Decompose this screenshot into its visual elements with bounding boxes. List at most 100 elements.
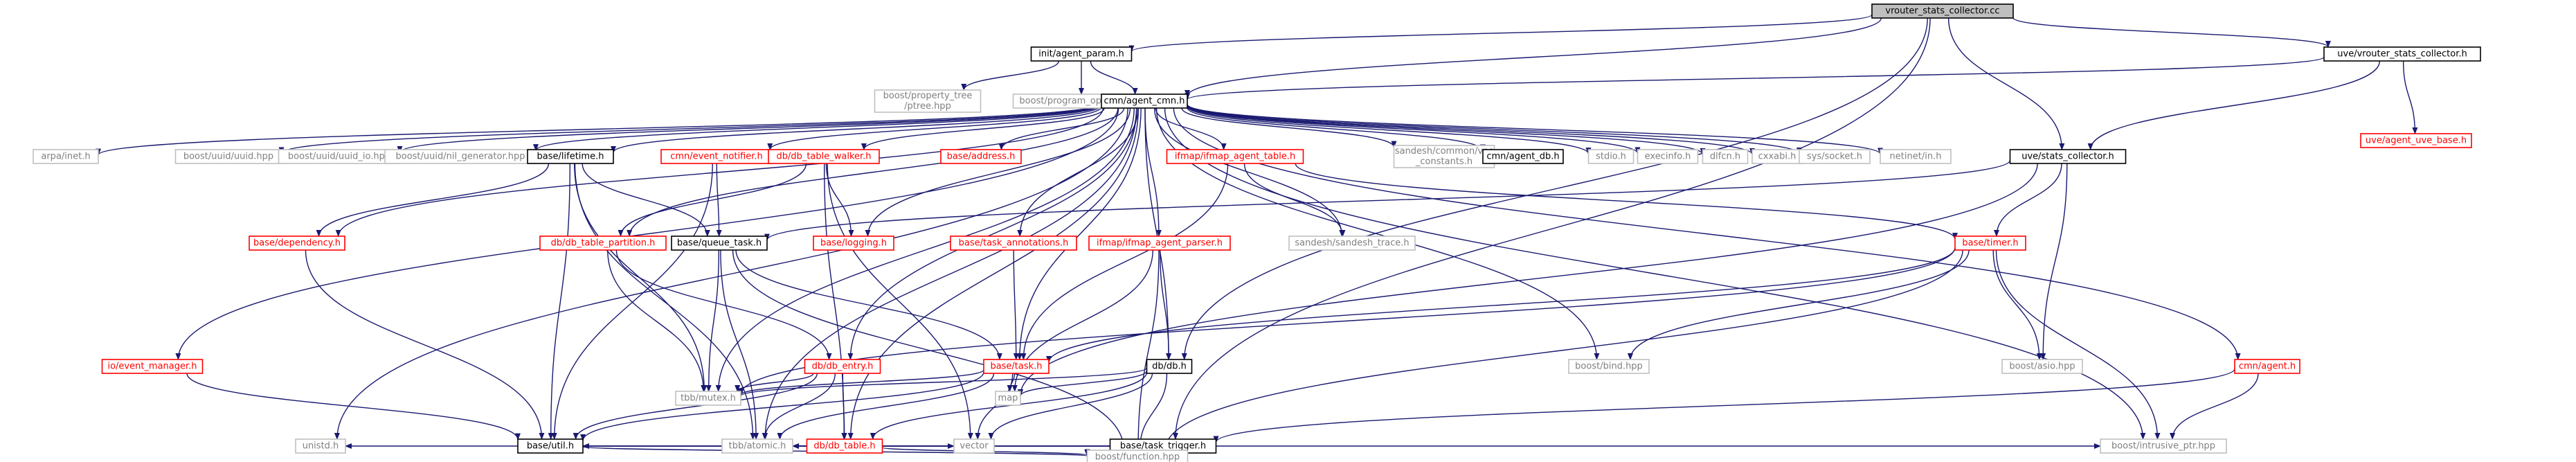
edge-cmn-to-intrusive [1164, 107, 2146, 440]
node-sys-socket-h[interactable]: sys/socket.h [1799, 149, 1871, 164]
node-sandesh-common-vns-constants-h[interactable]: sandesh/common/vns_constants.h [1393, 145, 1495, 168]
node-stdio-h[interactable]: stdio.h [1587, 149, 1634, 164]
node-cmn-agent-db-h[interactable]: cmn/agent_db.h [1482, 149, 1564, 164]
edge-dbentry-to-dbtable [841, 373, 847, 440]
node-db-db-h[interactable]: db/db.h [1146, 359, 1193, 374]
node-base-task-trigger-h[interactable]: base/task_trigger.h [1109, 438, 1217, 454]
edge-task-to-vector [975, 373, 1014, 440]
node-cxxabi-h[interactable]: cxxabi.h [1751, 149, 1803, 164]
node-uve-vrouter-stats-collector-h[interactable]: uve/vrouter_stats_collector.h [2323, 46, 2481, 62]
edge-uve_vsc-to-cmn [1185, 56, 2325, 100]
node-netinet-in-h[interactable]: netinet/in.h [1880, 149, 1952, 164]
node-init-agent-param-h[interactable]: init/agent_param.h [1030, 46, 1133, 62]
edge-cmn-to-execinfo [1187, 105, 1641, 154]
node-boost-property-tree-ptree-hpp[interactable]: boost/property_tree/ptree.hpp [874, 89, 982, 113]
edge-timer-to-task [1046, 247, 1956, 364]
edge-root-to-tasktrig [1172, 17, 1931, 440]
node-db-db-table-walker-h[interactable]: db/db_table_walker.h [768, 149, 880, 164]
node-boost-function-hpp[interactable]: boost/function.hpp [1086, 450, 1189, 462]
edge-evnotif-to-queuetask [716, 163, 722, 237]
edge-root-to-cmn [1185, 17, 1882, 98]
node-box [950, 236, 1077, 251]
node-uve-stats-collector-h[interactable]: uve/stats_collector.h [2009, 149, 2127, 164]
dependency-edges [96, 14, 2418, 457]
node-box [295, 438, 346, 454]
edge-db-to-tbbmutex [738, 367, 1148, 397]
node-execinfo-h[interactable]: execinfo.h [1637, 149, 1699, 164]
edge-cmn-to-uuidio [397, 103, 1102, 153]
node-dlfcn-h[interactable]: dlfcn.h [1702, 149, 1749, 164]
edge-task-to-tbbmutex [738, 369, 984, 396]
edge-cmn-to-dbtable [847, 107, 1140, 440]
node-ifmap-ifmap-agent-table-h[interactable]: ifmap/ifmap_agent_table.h [1166, 149, 1304, 164]
node-box [2001, 359, 2083, 374]
node-boost-bind-hpp[interactable]: boost/bind.hpp [1568, 359, 1650, 374]
node-vrouter-stats-collector-cc[interactable]: vrouter_stats_collector.cc [1871, 3, 2014, 19]
node-label: sys/socket.h [1807, 152, 1862, 162]
node-label: vrouter_stats_collector.cc [1885, 6, 1999, 17]
node-boost-intrusive-ptr-hpp[interactable]: boost/intrusive_ptr.hpp [2100, 438, 2227, 454]
node-base-timer-h[interactable]: base/timer.h [1954, 236, 2026, 251]
node-boost-asio-hpp[interactable]: boost/asio.hpp [2001, 359, 2083, 374]
edge-uve_vsc-to-uvebase [2402, 60, 2418, 134]
node-base-queue-task-h[interactable]: base/queue_task.h [671, 236, 768, 251]
node-cmn-agent-h[interactable]: cmn/agent.h [2234, 359, 2300, 374]
edge-cmn-to-socket [1187, 104, 1802, 154]
edge-cmn-to-task [1016, 107, 1142, 360]
node-base-task-annotations-h[interactable]: base/task_annotations.h [950, 236, 1077, 251]
node-base-dependency-h[interactable]: base/dependency.h [249, 236, 345, 251]
edge-root-to-uve_vsc [2012, 17, 2331, 48]
node-boost-uuid-uuid-io-hpp[interactable]: boost/uuid/uuid_io.hpp [278, 149, 401, 164]
node-label: _constants.h [1415, 157, 1472, 167]
node-label: db/db_entry.h [812, 362, 874, 372]
node-tbb-mutex-h[interactable]: tbb/mutex.h [675, 391, 741, 406]
node-base-address-h[interactable]: base/address.h [940, 149, 1022, 164]
node-box [2323, 46, 2481, 62]
node-label: cmn/agent.h [2239, 362, 2296, 372]
node-sandesh-sandesh-trace-h[interactable]: sandesh/sandesh_trace.h [1288, 236, 1416, 251]
node-uve-agent-uve-base-h[interactable]: uve/agent_uve_base.h [2360, 133, 2472, 148]
node-db-db-table-partition-h[interactable]: db/db_table_partition.h [539, 236, 667, 251]
node-label: cxxabi.h [1758, 152, 1796, 162]
node-base-lifetime-h[interactable]: base/lifetime.h [527, 149, 614, 164]
node-label: boost/property_tree [883, 91, 973, 101]
node-base-logging-h[interactable]: base/logging.h [813, 236, 894, 251]
edge-task-to-util [580, 371, 984, 441]
node-label: execinfo.h [1645, 152, 1691, 162]
node-ifmap-ifmap-agent-parser-h[interactable]: ifmap/ifmap_agent_parser.h [1088, 236, 1231, 251]
node-tbb-atomic-h[interactable]: tbb/atomic.h [721, 438, 793, 454]
node-box [1146, 359, 1193, 374]
edge-cmnagent-to-intrusive [2170, 373, 2259, 440]
node-label: tbb/atomic.h [729, 441, 786, 452]
node-boost-uuid-uuid-hpp[interactable]: boost/uuid/uuid.hpp [174, 149, 282, 164]
node-base-task-h[interactable]: base/task.h [983, 359, 1050, 374]
node-label: uve/agent_uve_base.h [2366, 136, 2467, 146]
node-label: boost/function.hpp [1095, 452, 1180, 462]
edge-cmn-to-tbbatomic [762, 107, 1137, 440]
node-label: base/task.h [990, 362, 1042, 372]
edge-ifmaptbl-to-task [1020, 163, 1229, 360]
node-boost-uuid-nil-generator-hpp[interactable]: boost/uuid/nil_generator.hpp [384, 149, 537, 164]
node-label: db/db_table_partition.h [551, 238, 656, 249]
node-box [1101, 94, 1188, 109]
node-vector[interactable]: vector [953, 438, 995, 454]
node-db-db-entry-h[interactable]: db/db_entry.h [804, 359, 881, 374]
node-label: boost/asio.hpp [2009, 362, 2075, 372]
edge-cmn-to-arpa [96, 103, 1102, 156]
node-base-util-h[interactable]: base/util.h [517, 438, 584, 454]
node-arpa-inet-h[interactable]: arpa/inet.h [33, 149, 99, 164]
node-label: sandesh/sandesh_trace.h [1295, 238, 1409, 249]
edge-dependency-to-util [305, 249, 545, 440]
node-unistd-h[interactable]: unistd.h [295, 438, 346, 454]
node-io-event-manager-h[interactable]: io/event_manager.h [101, 359, 204, 374]
node-map[interactable]: map [995, 391, 1021, 406]
edge-walker-to-logging [825, 163, 854, 237]
node-label: uve/stats_collector.h [2021, 152, 2114, 162]
node-label: uve/vrouter_stats_collector.h [2337, 49, 2467, 60]
edge-cmn-to-lifetime [611, 105, 1102, 154]
edge-timer-to-asio [1992, 249, 2042, 360]
node-cmn-agent-cmn-h[interactable]: cmn/agent_cmn.h [1101, 94, 1188, 109]
node-db-db-table-h[interactable]: db/db_table.h [806, 438, 883, 454]
node-cmn-event-notifier-h[interactable]: cmn/event_notifier.h [660, 149, 773, 164]
edge-dbentry-to-tbbatomic [762, 373, 836, 440]
